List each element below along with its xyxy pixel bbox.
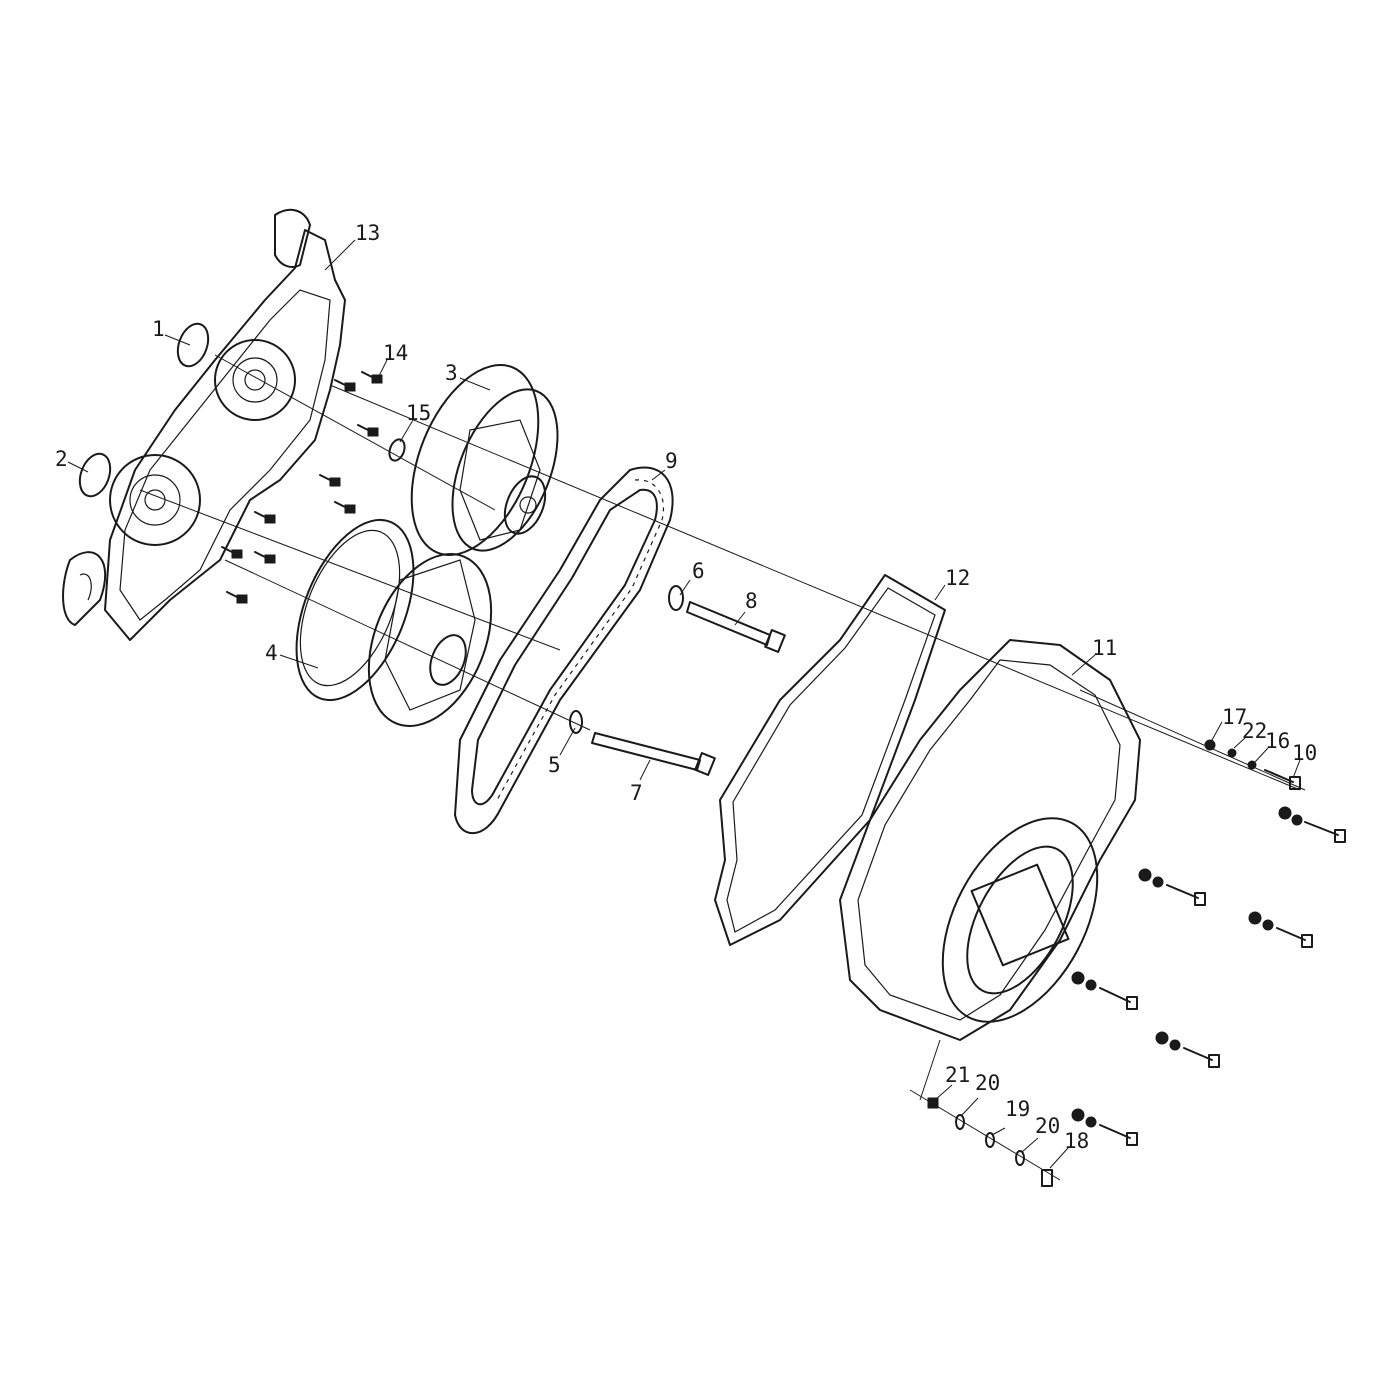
callout-7: 7 <box>630 781 643 805</box>
callout-5: 5 <box>548 753 561 777</box>
callout-6: 6 <box>692 559 705 583</box>
drain-fittings <box>927 1097 1053 1187</box>
callout-12: 12 <box>945 566 970 590</box>
callout-10: 10 <box>1292 741 1317 765</box>
assembly-axis-lines <box>139 354 1306 1181</box>
callout-leaders <box>67 239 1301 1169</box>
outer-cvt-cover <box>839 639 1141 1041</box>
callout-19: 19 <box>1005 1097 1030 1121</box>
callout-8: 8 <box>745 589 758 613</box>
callout-18: 18 <box>1064 1129 1089 1153</box>
cover-bolts <box>221 371 383 604</box>
cover-bolt-sets <box>1071 739 1346 1146</box>
driven-pulley <box>410 364 559 556</box>
callout-11: 11 <box>1092 636 1117 660</box>
callout-15: 15 <box>406 401 431 425</box>
callout-14: 14 <box>383 341 408 365</box>
callout-20-lower: 20 <box>1035 1114 1060 1138</box>
inner-crankcase-cover <box>62 208 346 641</box>
drive-belt <box>454 466 674 835</box>
callout-22: 22 <box>1242 719 1267 743</box>
long-bolts <box>591 601 786 776</box>
washers <box>569 585 684 734</box>
callout-1: 1 <box>152 317 165 341</box>
callout-9: 9 <box>665 449 678 473</box>
callout-13: 13 <box>355 221 380 245</box>
callout-2: 2 <box>55 447 68 471</box>
callout-20-upper: 20 <box>975 1071 1000 1095</box>
cover-gasket <box>714 574 946 946</box>
callout-4: 4 <box>265 641 278 665</box>
callout-17: 17 <box>1222 705 1247 729</box>
callout-3: 3 <box>445 361 458 385</box>
callout-16: 16 <box>1265 729 1290 753</box>
drive-pulley <box>295 518 493 727</box>
o-rings <box>78 322 406 498</box>
callout-labels: 1 2 3 4 5 6 7 8 9 10 11 12 13 14 15 16 1… <box>55 221 1317 1153</box>
callout-21: 21 <box>945 1063 970 1087</box>
